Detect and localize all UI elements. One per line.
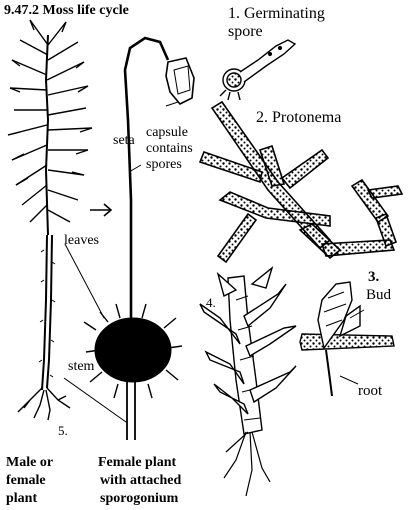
label-stem: stem xyxy=(68,359,95,374)
caption-female-line1: Female plant xyxy=(98,455,177,470)
female-plant-with-sporogonium xyxy=(83,36,195,440)
label-capsule-line1: capsule xyxy=(146,125,188,140)
caption-male-female-line3: plant xyxy=(6,491,38,506)
progression-arrow xyxy=(90,203,113,217)
label-seta: seta xyxy=(113,133,135,148)
label-root: root xyxy=(358,383,383,399)
label-stage-4: 4. xyxy=(206,295,216,310)
label-bud-line1: 3. xyxy=(368,269,380,285)
bud xyxy=(299,281,395,397)
label-leader-lines xyxy=(63,101,179,423)
label-leaves: leaves xyxy=(64,233,99,248)
caption-female-line3: sporogonium xyxy=(100,491,179,506)
bud-leader-lines xyxy=(339,309,365,385)
protonema xyxy=(198,100,404,264)
young-leafy-shoot xyxy=(199,266,297,497)
label-capsule-line2: contains xyxy=(146,141,193,156)
figure-title: 9.47.2 Moss life cycle xyxy=(4,3,129,18)
male-female-moss-plant xyxy=(7,19,93,421)
caption-male-female-line2: female xyxy=(6,473,46,488)
label-germinating-spore-line1: 1. Germinating xyxy=(228,5,325,22)
label-germinating-spore-line2: spore xyxy=(228,23,263,40)
caption-male-female-line1: Male or xyxy=(6,455,54,470)
caption-female-line2: with attached xyxy=(100,473,182,488)
label-protonema: 2. Protonema xyxy=(256,109,342,126)
germinating-spore xyxy=(219,39,297,101)
label-stage-5: 5. xyxy=(58,423,68,438)
label-bud-line2: Bud xyxy=(366,287,392,303)
label-capsule-line3: spores xyxy=(146,157,182,172)
